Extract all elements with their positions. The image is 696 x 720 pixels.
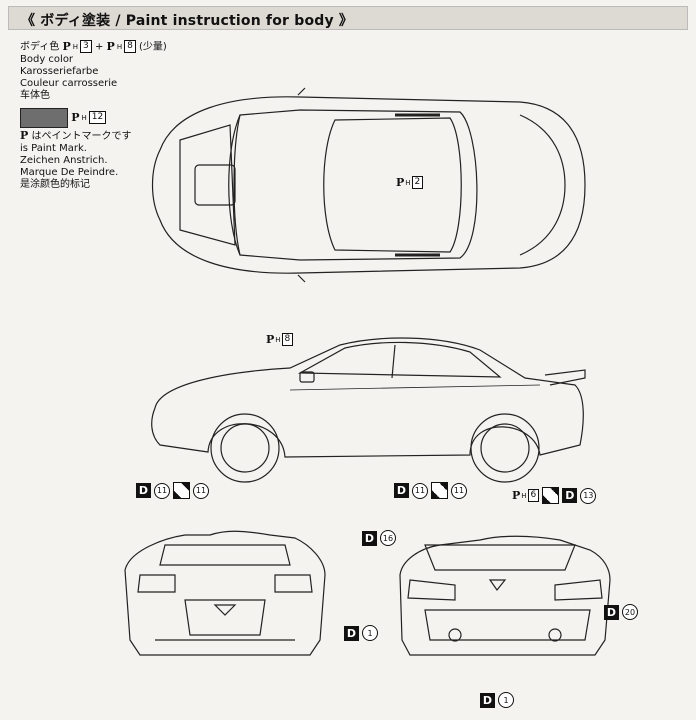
front-grille-decal-callout: D 1 <box>344 625 378 641</box>
body-color-fr: Couleur carrosserie <box>20 77 118 89</box>
section-header: 《 ボディ塗装 / Paint instruction for body 》 <box>8 6 688 30</box>
formula-note: (少量) <box>139 41 167 53</box>
rear-window-decal-callout: D 16 <box>362 530 396 546</box>
section-title: 《 ボディ塗装 / Paint instruction for body 》 <box>21 13 354 29</box>
paint-mark-de: Zeichen Anstrich. <box>20 155 108 166</box>
body-color-cn: 车体色 <box>20 89 50 101</box>
cut-icon <box>542 487 560 504</box>
paint-mark-en: is Paint Mark. <box>20 143 87 154</box>
car-top-view <box>151 87 586 283</box>
rear-wheel-decal-callout: D 11 11 <box>394 482 467 499</box>
rear-side-decal-callout: D 20 <box>604 604 638 620</box>
body-color-en: Body color <box>20 53 74 65</box>
paint-mark-title-row: P はペイントマークです <box>20 129 132 143</box>
paint-mark-fr: Marque De Peindre. <box>20 167 119 178</box>
cut-icon <box>173 482 190 499</box>
car-front-view <box>124 530 326 656</box>
car-rear-view <box>399 535 611 656</box>
body-color-jp-label: ボディ色 <box>20 41 60 53</box>
front-wheel-decal-callout: D 11 11 <box>136 482 209 499</box>
paint-mark-cn: 是涂颜色的标记 <box>20 179 90 190</box>
paint-mark-legend: P はペイントマークです is Paint Mark. Zeichen Anst… <box>20 130 131 191</box>
cut-icon <box>431 482 448 499</box>
rear-bumper-decal-callout: D 1 <box>480 692 514 708</box>
car-side-view <box>151 337 586 483</box>
body-color-de: Karosseriefarbe <box>20 65 99 77</box>
color-swatch <box>20 107 68 128</box>
